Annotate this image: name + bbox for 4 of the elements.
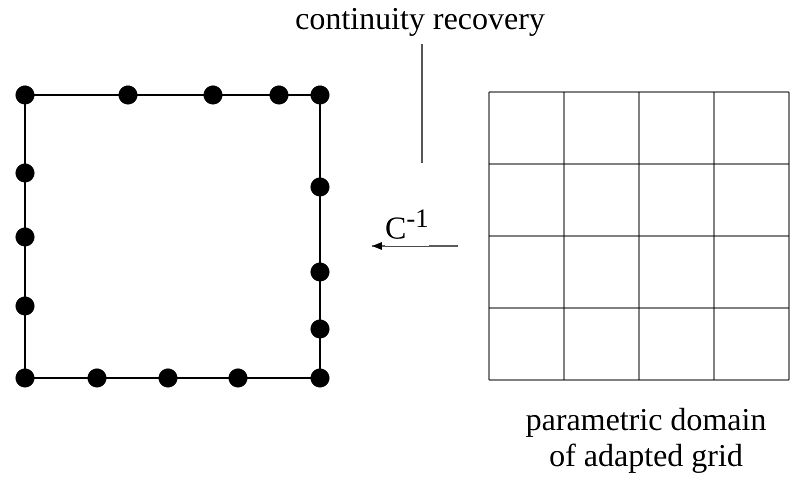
node-label: parametric domain of adapted grid [524,401,768,473]
leader-line [421,44,423,163]
arrow [372,242,458,250]
heading-text: continuity recovery [294,0,546,36]
